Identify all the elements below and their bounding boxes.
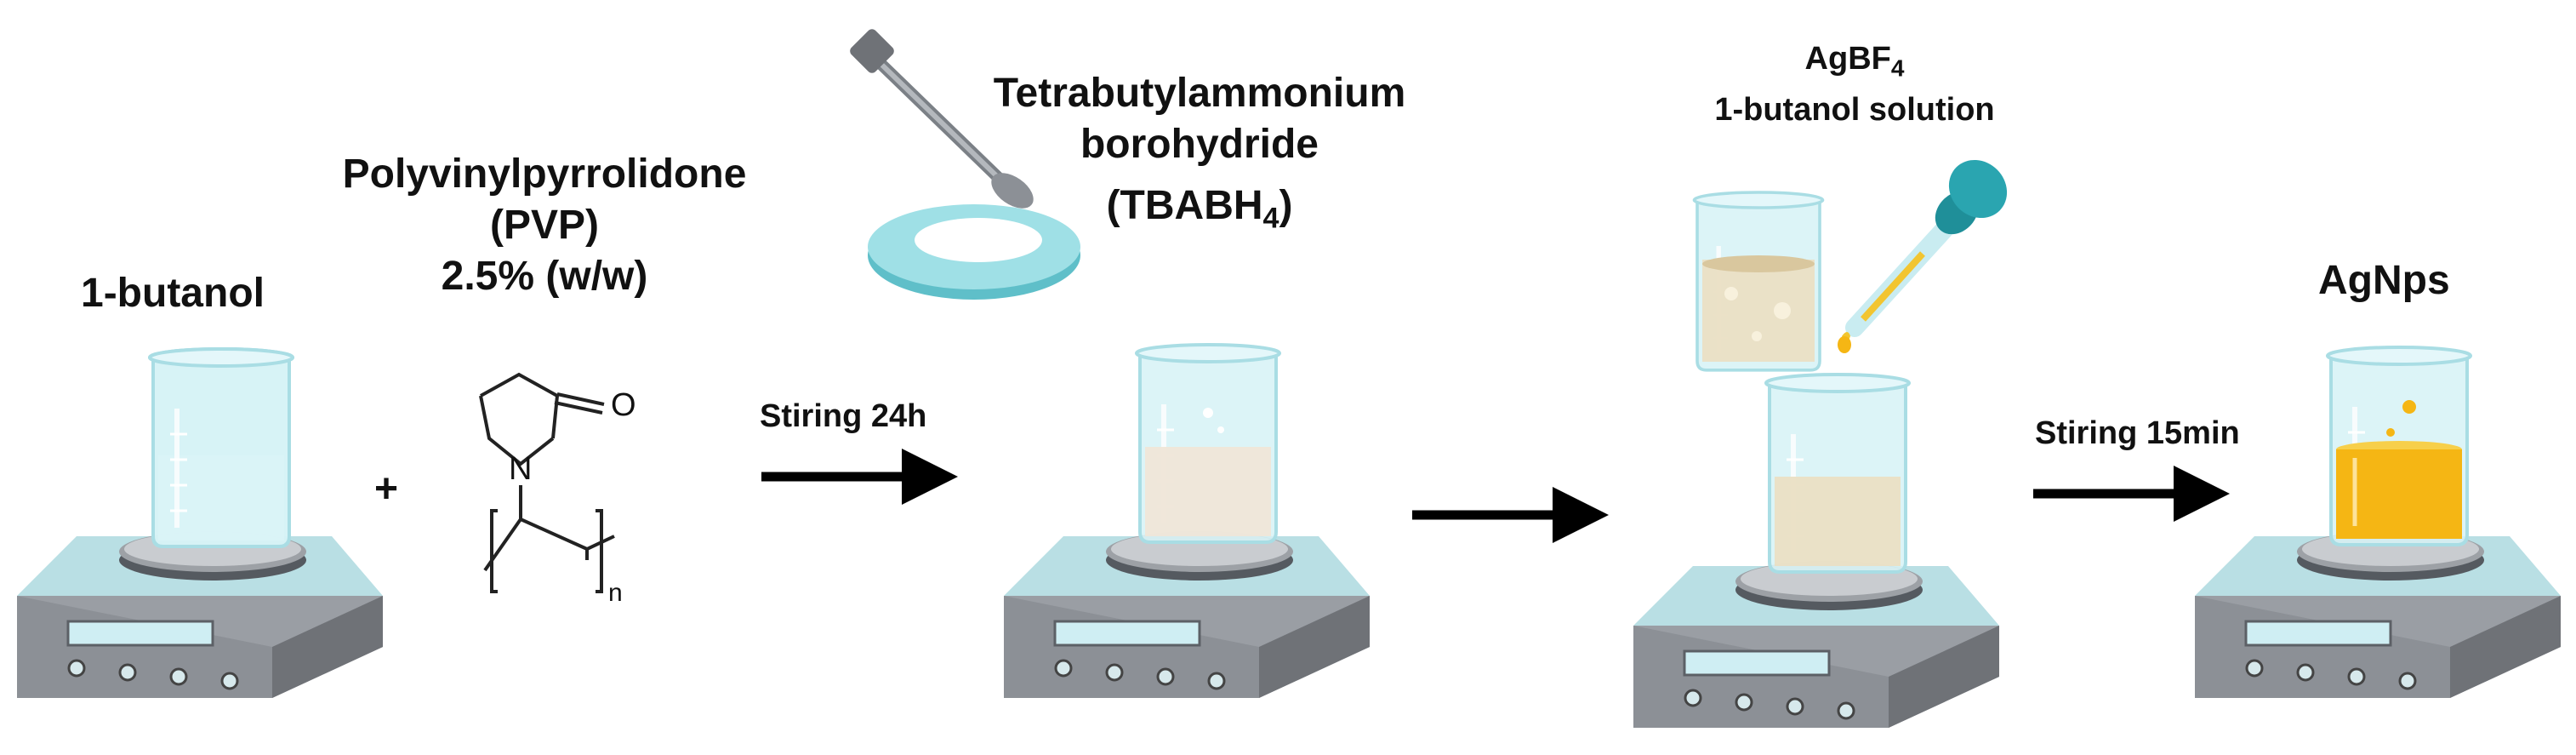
stirrer-1 bbox=[15, 529, 385, 700]
stirrer-3 bbox=[1632, 559, 2001, 729]
pvp-line-3: 2.5% (w/w) bbox=[441, 254, 648, 299]
label-butanol: 1-butanol bbox=[81, 271, 265, 316]
label-step-3: Stiring 15min bbox=[2035, 415, 2240, 451]
beaker-agnps bbox=[2328, 347, 2471, 545]
tbabh-line-1: Tetrabutylammonium bbox=[993, 71, 1406, 116]
agbf4-formula-sub: 4 bbox=[1890, 54, 1905, 82]
label-tbabh: Tetrabutylammonium borohydride (TBABH4) bbox=[944, 68, 1455, 244]
beaker-tbabh bbox=[1137, 345, 1279, 542]
stirrer-2 bbox=[1002, 529, 1371, 700]
label-step-1: Stiring 24h bbox=[760, 398, 927, 434]
pvp-subscript-n: n bbox=[608, 579, 623, 607]
pvp-atom-o: O bbox=[611, 387, 636, 423]
beaker-mix bbox=[1766, 375, 1909, 572]
agbf4-formula: AgBF bbox=[1804, 41, 1891, 77]
label-agbf4: AgBF4 1-butanol solution bbox=[1659, 38, 2050, 130]
label-pvp: Polyvinylpyrrolidone (PVP) 2.5% (w/w) bbox=[289, 149, 800, 302]
dropper-icon bbox=[1838, 159, 2008, 353]
agbf4-formula-line: AgBF4 bbox=[1659, 38, 2050, 89]
stirrer-4 bbox=[2193, 529, 2562, 700]
pvp-structure bbox=[479, 372, 615, 593]
tbabh-line-3: (TBABH4) bbox=[944, 180, 1455, 244]
label-agnps: AgNps bbox=[2318, 258, 2450, 303]
pvp-atom-n: N bbox=[509, 451, 533, 487]
beaker-agbf4 bbox=[1694, 192, 1822, 370]
powder-dish-icon bbox=[868, 204, 1080, 300]
tbabh-formula-sub: 4 bbox=[1262, 202, 1279, 235]
agbf4-line-2: 1-butanol solution bbox=[1714, 91, 1995, 128]
spatula-icon bbox=[850, 29, 1034, 209]
tbabh-formula: (TBABH bbox=[1106, 183, 1263, 228]
pvp-line-1: Polyvinylpyrrolidone bbox=[342, 152, 747, 197]
beaker-butanol bbox=[150, 349, 293, 546]
plus-sign: + bbox=[374, 466, 399, 512]
tbabh-line-2: borohydride bbox=[1080, 122, 1319, 167]
pvp-line-2: (PVP) bbox=[489, 203, 599, 248]
tbabh-formula-end: ) bbox=[1279, 183, 1293, 228]
